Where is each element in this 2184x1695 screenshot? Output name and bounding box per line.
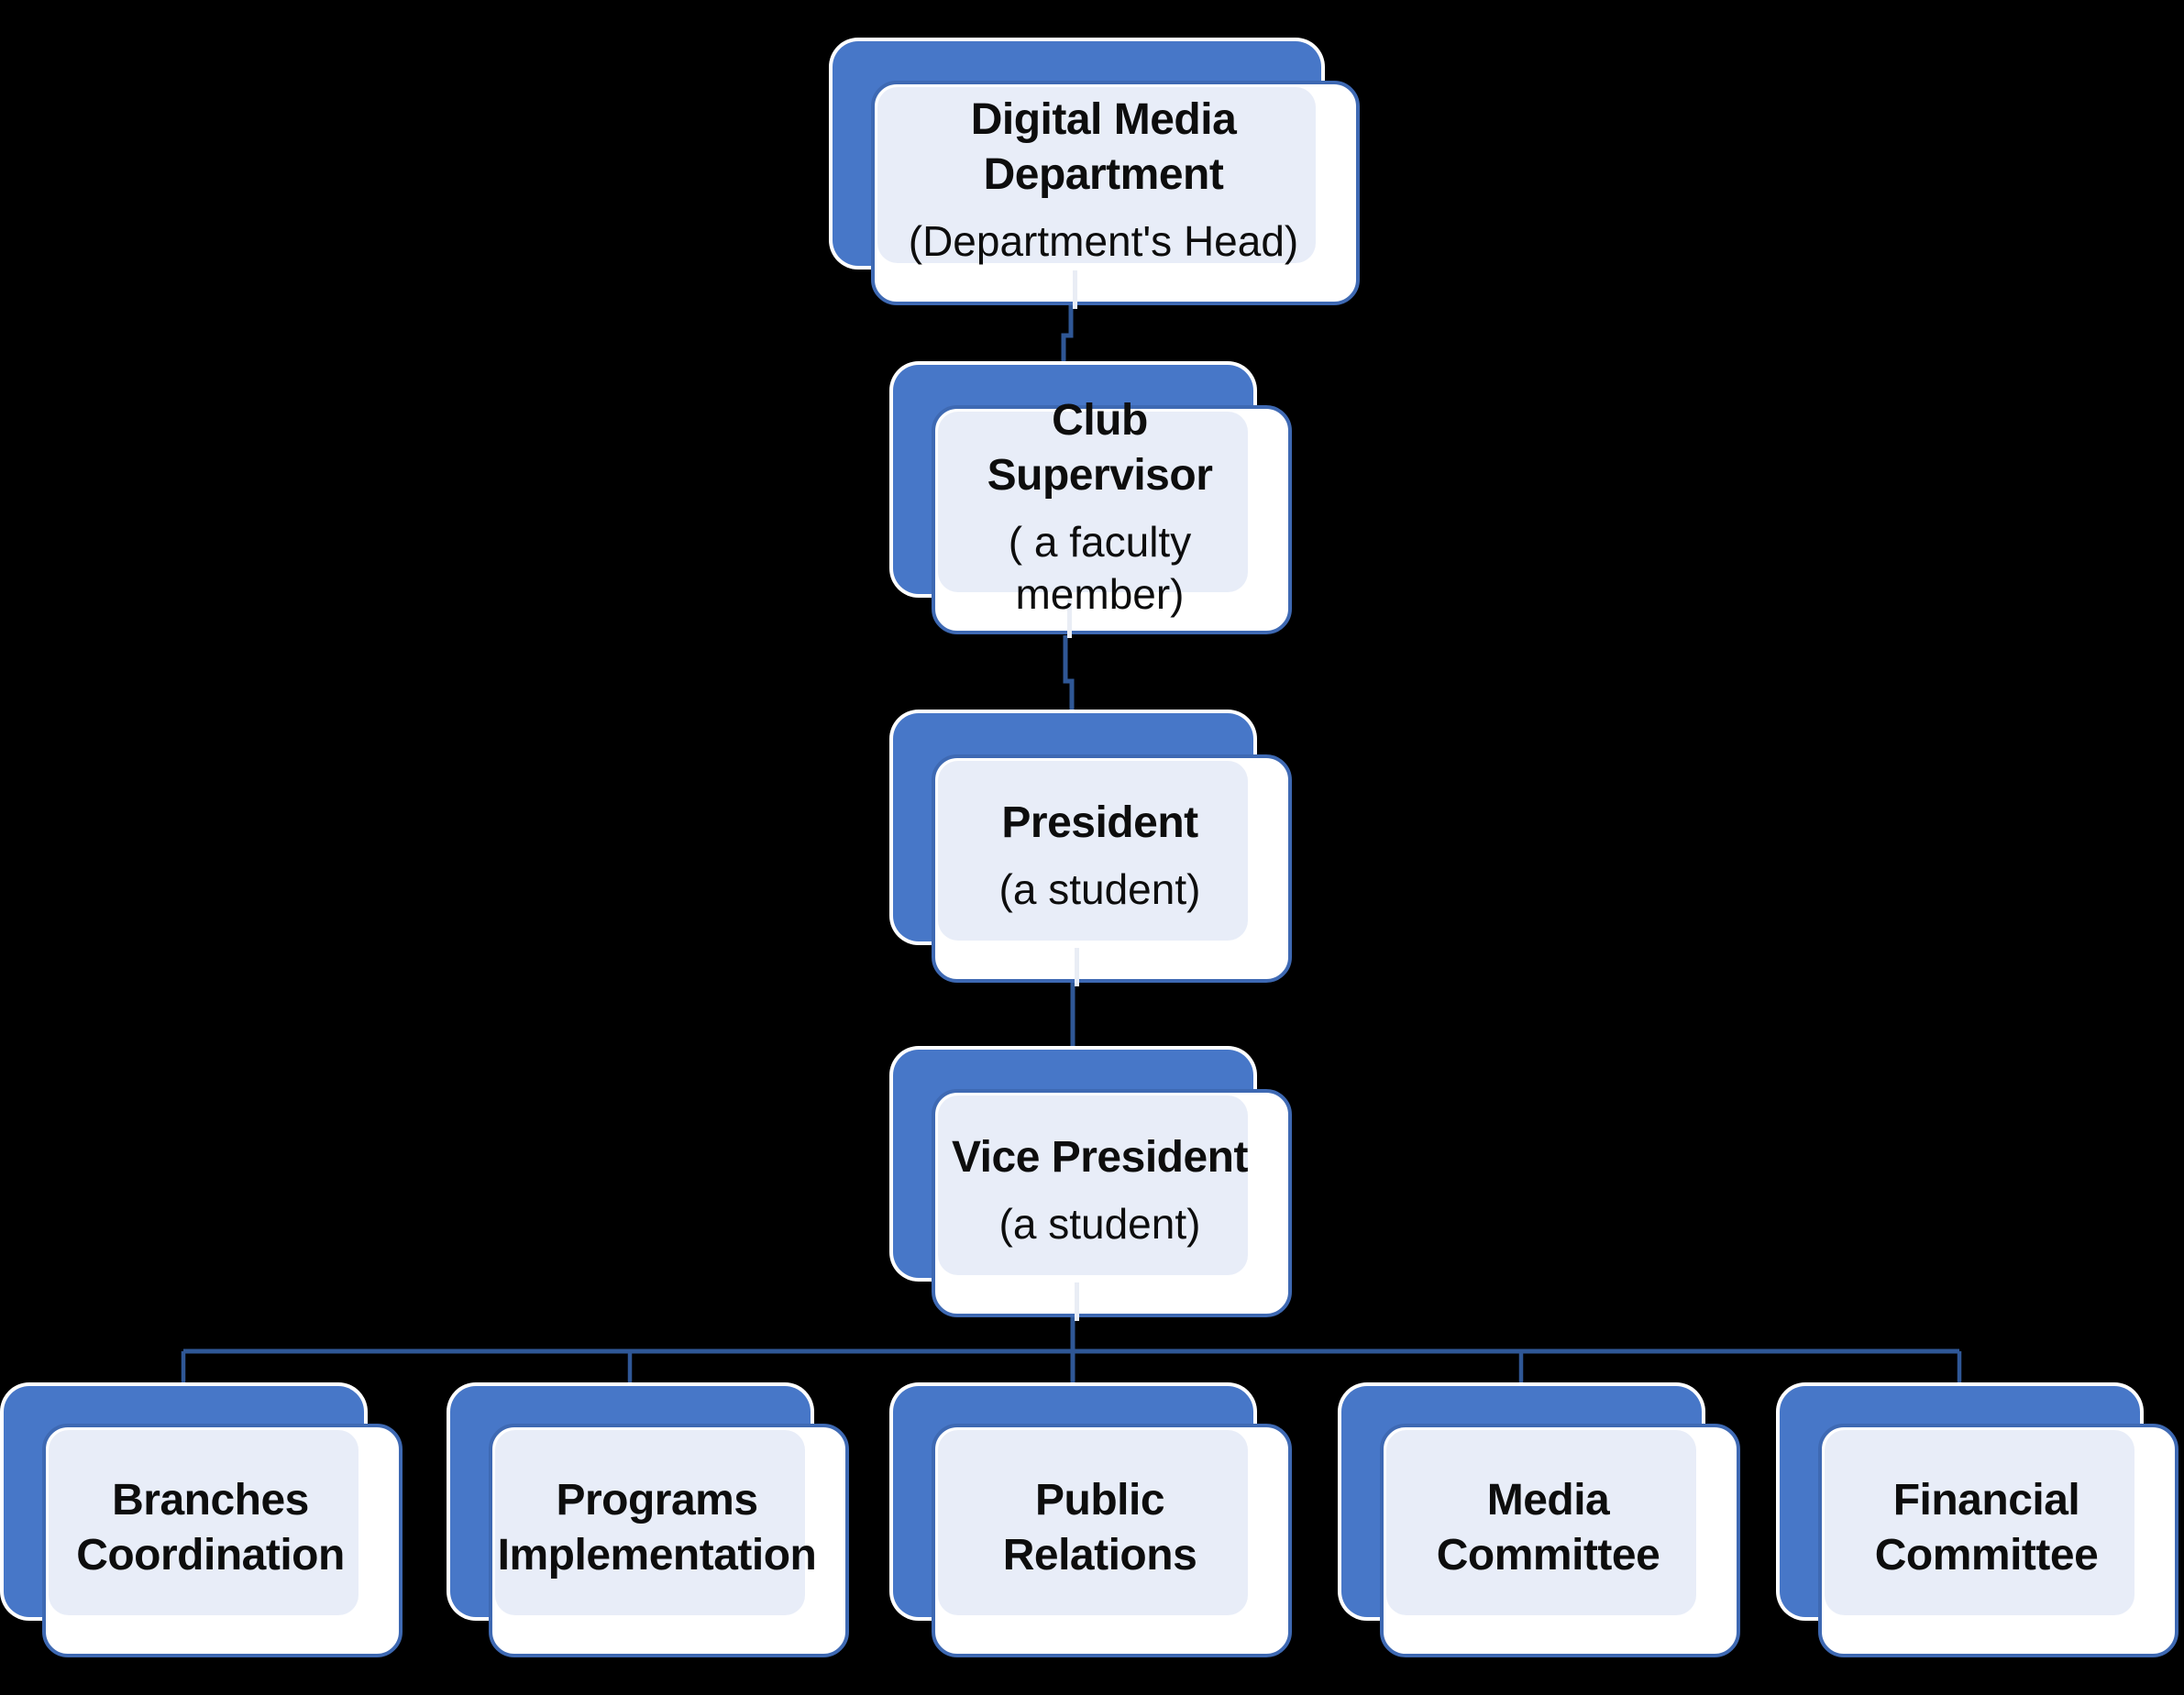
node-front-panel: President (a student) (932, 754, 1292, 986)
node-front-panel: Media Committee (1380, 1424, 1740, 1657)
connector-bus-drops (181, 1351, 1962, 1387)
org-node-president[interactable]: President (a student) (893, 713, 1296, 986)
node-text: Digital Media Department (Department's H… (875, 84, 1332, 276)
org-node-programs-implementation[interactable]: Programs Implementation (450, 1386, 854, 1661)
node-front-panel: Programs Implementation (489, 1424, 849, 1657)
org-node-public-relations[interactable]: Public Relations (893, 1386, 1296, 1661)
node-inner-panel (1386, 1430, 1696, 1615)
node-subtitle: ( a faculty member) (1008, 517, 1192, 619)
connector-passthrough (1075, 948, 1079, 986)
node-subtitle: (a student) (998, 1199, 1201, 1248)
node-inner-panel (49, 1430, 358, 1615)
org-node-vice-president[interactable]: Vice President (a student) (893, 1050, 1296, 1321)
node-front-panel: Digital Media Department (Department's H… (871, 81, 1360, 309)
node-title: President (1001, 798, 1198, 847)
node-subtitle: (Department's Head) (908, 216, 1299, 265)
node-text: Media Committee (1384, 1427, 1713, 1628)
org-node-club-supervisor[interactable]: Club Supervisor ( a faculty member) (893, 365, 1296, 638)
connector-passthrough (1073, 270, 1077, 309)
node-title: Branches Coordination (76, 1475, 345, 1579)
node-title: Programs Implementation (497, 1475, 817, 1579)
node-inner-panel (938, 412, 1248, 592)
node-title: Vice President (952, 1132, 1248, 1182)
node-front-panel: Club Supervisor ( a faculty member) (932, 396, 1292, 638)
node-inner-panel (495, 1430, 805, 1615)
node-text: Programs Implementation (492, 1427, 822, 1628)
connector-passthrough (1075, 1282, 1079, 1321)
node-text: Club Supervisor ( a faculty member) (935, 396, 1264, 619)
node-title: Digital Media Department (970, 94, 1237, 199)
node-title: Media Committee (1436, 1475, 1660, 1579)
node-inner-panel (938, 1430, 1248, 1615)
connector-dept-to-supervisor (1061, 305, 1074, 365)
node-inner-panel (877, 87, 1316, 263)
org-node-branches-coordination[interactable]: Branches Coordination (4, 1386, 407, 1661)
org-node-financial-committee[interactable]: Financial Committee (1780, 1386, 2183, 1661)
node-subtitle: (a student) (998, 864, 1201, 913)
node-text: President (a student) (935, 758, 1264, 953)
org-node-media-committee[interactable]: Media Committee (1341, 1386, 1745, 1661)
node-title: Public Relations (1002, 1475, 1197, 1579)
node-title: Club Supervisor (987, 395, 1213, 500)
connector-passthrough (1067, 600, 1072, 638)
connector-supervisor-to-president (1063, 635, 1075, 713)
node-text: Financial Committee (1822, 1427, 2151, 1628)
node-inner-panel (938, 1095, 1248, 1275)
node-inner-panel (938, 761, 1248, 941)
node-text: Public Relations (935, 1427, 1264, 1628)
node-text: Branches Coordination (46, 1427, 375, 1628)
node-front-panel: Public Relations (932, 1424, 1292, 1657)
node-inner-panel (1825, 1430, 2134, 1615)
node-front-panel: Branches Coordination (42, 1424, 403, 1657)
node-title: Financial Committee (1874, 1475, 2099, 1579)
node-front-panel: Financial Committee (1818, 1424, 2178, 1657)
node-front-panel: Vice President (a student) (932, 1089, 1292, 1321)
node-text: Vice President (a student) (935, 1093, 1264, 1288)
org-node-digital-media-department[interactable]: Digital Media Department (Department's H… (833, 41, 1364, 309)
